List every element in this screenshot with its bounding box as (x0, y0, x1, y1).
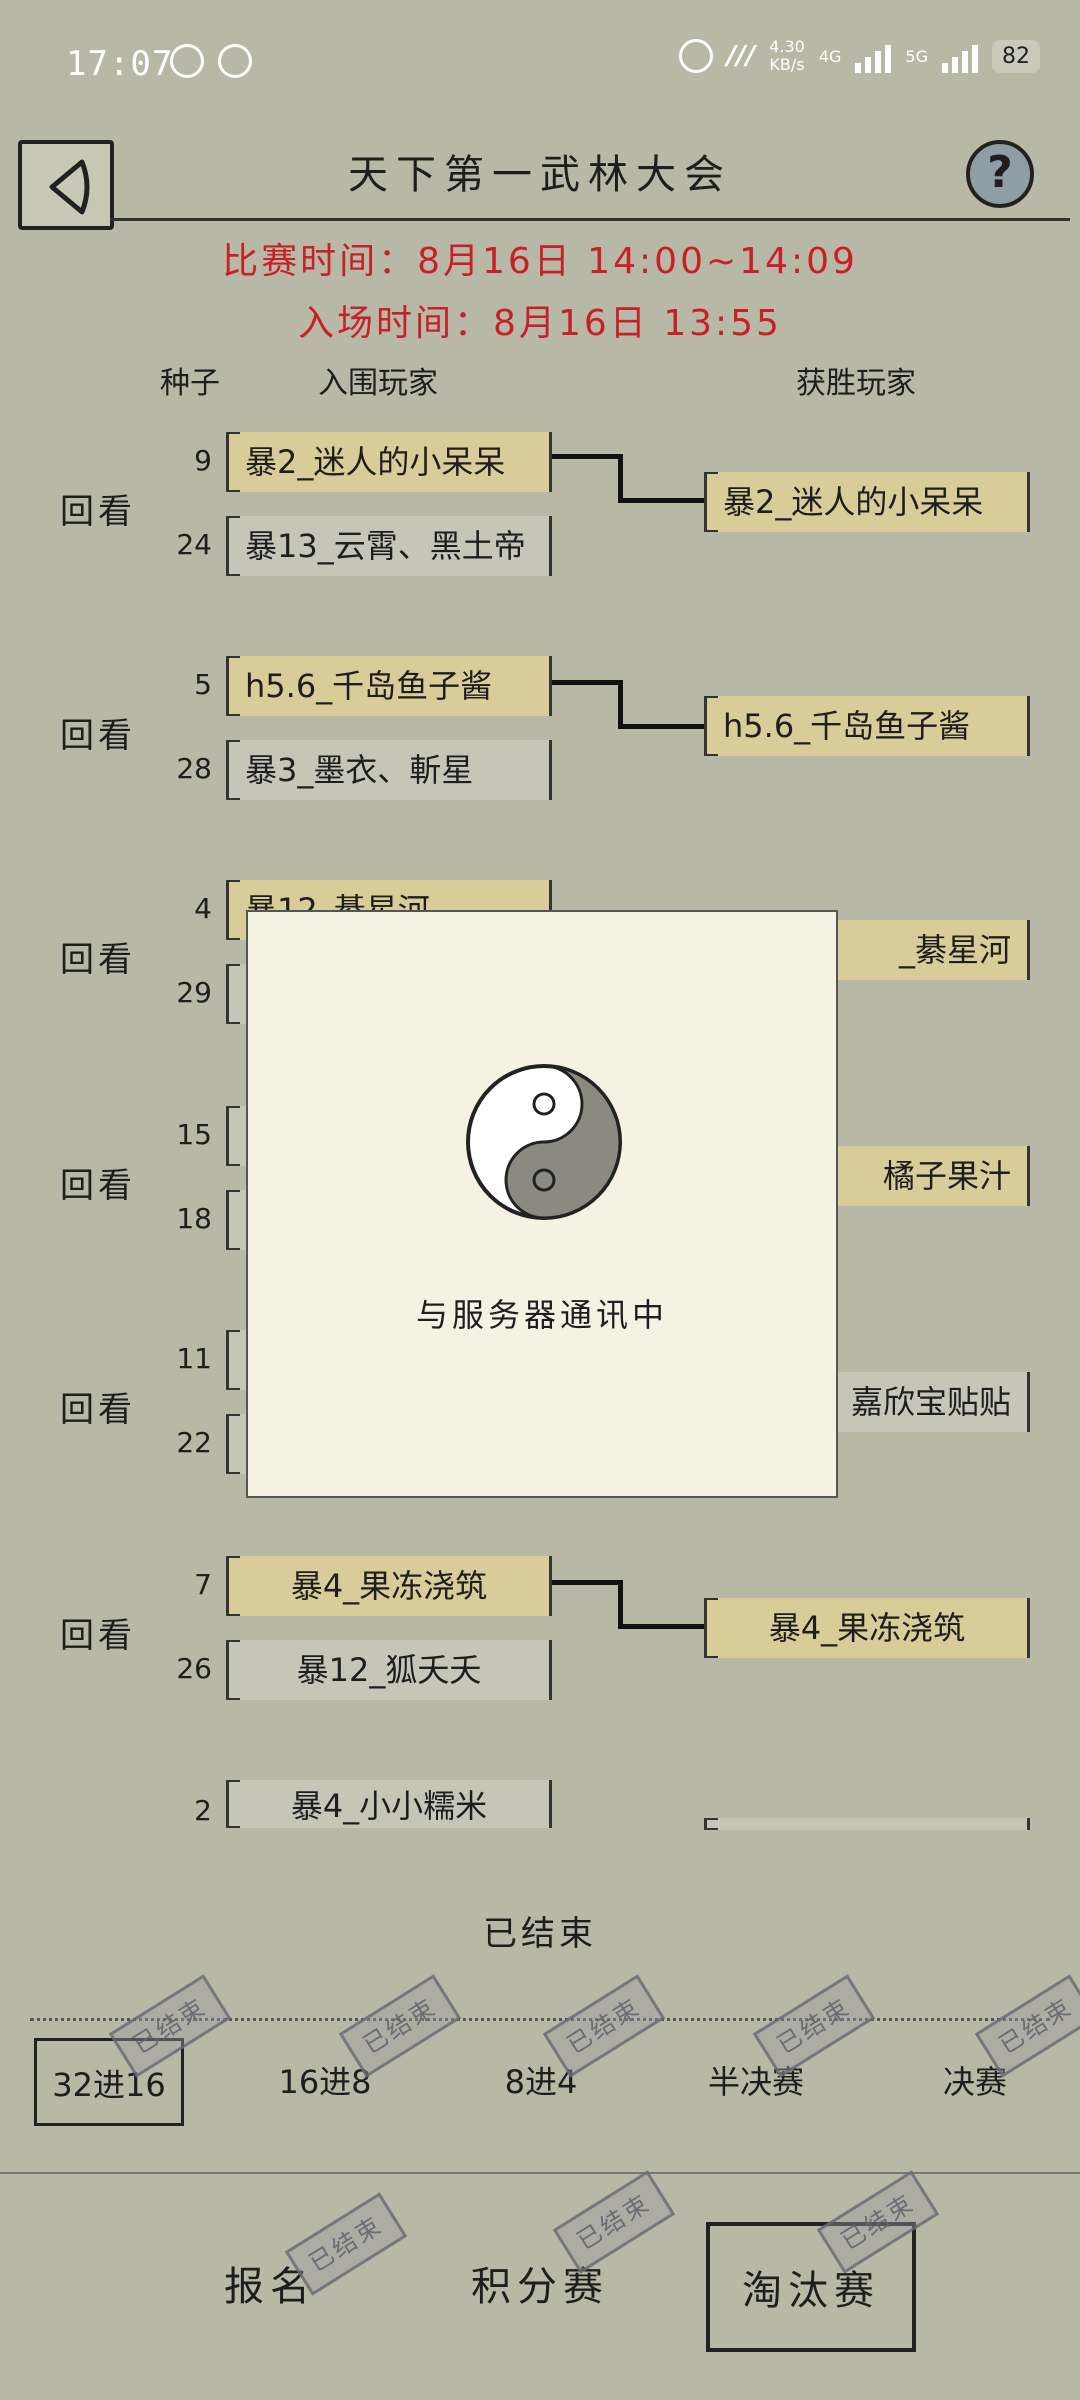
seed-number: 2 (194, 1794, 212, 1827)
seed-number: 22 (176, 1426, 212, 1459)
signal-5g-icon (942, 39, 978, 73)
tab-signup[interactable]: 报名 (224, 2264, 316, 2310)
clock: 17:07 (66, 44, 174, 84)
question-icon: ? (987, 147, 1013, 198)
bracket-connector (618, 680, 623, 728)
decorative-divider (0, 2172, 1080, 2174)
seed-number: 18 (176, 1202, 212, 1235)
bracket-connector (552, 1580, 622, 1585)
tab-knockout[interactable]: 淘汰赛 (706, 2222, 916, 2352)
seed-number: 11 (176, 1342, 212, 1375)
bracket-status: 已结束 (483, 1914, 597, 1954)
seed-number: 24 (176, 528, 212, 561)
winner-slot[interactable] (704, 1818, 1030, 1830)
page-title: 天下第一武林大会 (348, 152, 732, 198)
title-underline (110, 218, 1070, 221)
seed-number: 5 (194, 668, 212, 701)
loading-dialog: 与服务器通讯中 (246, 910, 838, 1498)
qq-icon (170, 44, 204, 78)
loading-message: 与服务器通讯中 (415, 1296, 668, 1334)
help-button[interactable]: ? (966, 140, 1034, 208)
net-5g-label: 5G (905, 46, 928, 66)
bracket-connector (618, 498, 704, 503)
wechat-icon (218, 44, 252, 78)
winner-slot[interactable]: 暴2_迷人的小呆呆 (704, 472, 1030, 532)
winner-slot[interactable]: 暴4_果冻浇筑 (704, 1598, 1030, 1658)
bracket-slot[interactable]: 暴2_迷人的小呆呆 (226, 432, 552, 492)
signal-4g-icon (855, 39, 892, 73)
match-time: 比赛时间：8月16日 14:00~14:09 (222, 241, 858, 282)
back-arrow-icon (49, 159, 90, 215)
tab-semifinal[interactable]: 半决赛 (707, 2063, 804, 2101)
net-4g-label: 4G (818, 46, 842, 66)
replay-button[interactable]: 回看 (60, 940, 136, 980)
divider (30, 2018, 1050, 2021)
nfc-icon: /// (726, 41, 756, 71)
bracket-connector (552, 680, 622, 685)
bracket-slot[interactable]: h5.6_千岛鱼子酱 (226, 656, 552, 716)
bracket-slot[interactable]: 暴12_狐夭夭 (226, 1640, 552, 1700)
col-winner-players: 获胜玩家 (796, 366, 916, 401)
tab-round-32-16[interactable]: 32进16 (34, 2038, 184, 2126)
seed-number: 4 (194, 892, 212, 925)
tab-points-match[interactable]: 积分赛 (471, 2264, 609, 2310)
status-bar: 17:07 /// 4.30 KB/s 4G 5G 82 (0, 0, 1080, 130)
seed-number: 7 (194, 1568, 212, 1601)
tab-round-8-4[interactable]: 8进4 (504, 2063, 578, 2101)
network-speed: 4.30 KB/s (769, 37, 805, 74)
alarm-icon (678, 39, 713, 73)
battery-indicator: 82 (992, 39, 1040, 73)
bracket-connector (618, 1624, 704, 1629)
bracket-connector (618, 1580, 623, 1628)
entry-time: 入场时间：8月16日 13:55 (298, 303, 782, 344)
winner-slot[interactable]: h5.6_千岛鱼子酱 (704, 696, 1030, 756)
bracket-connector (552, 454, 622, 459)
seed-number: 28 (176, 752, 212, 785)
tab-round-16-8[interactable]: 16进8 (278, 2063, 372, 2101)
replay-button[interactable]: 回看 (60, 716, 136, 756)
seed-number: 15 (176, 1118, 212, 1151)
col-seed: 种子 (160, 366, 220, 401)
replay-button[interactable]: 回看 (60, 1390, 136, 1430)
seed-number: 29 (176, 976, 212, 1009)
bracket-connector (618, 724, 704, 729)
replay-button[interactable]: 回看 (60, 1616, 136, 1656)
bracket-slot[interactable]: 暴4_小小糯米 (226, 1780, 552, 1828)
seed-number: 26 (176, 1652, 212, 1685)
bracket-slot[interactable]: 暴4_果冻浇筑 (226, 1556, 552, 1616)
back-button[interactable] (18, 140, 114, 230)
tab-final[interactable]: 决赛 (942, 2063, 1007, 2101)
replay-button[interactable]: 回看 (60, 492, 136, 532)
yin-yang-icon (466, 1064, 622, 1220)
bracket-slot[interactable]: 暴13_云霄、黑土帝 (226, 516, 552, 576)
bracket-slot[interactable]: 暴3_墨衣、斬星 (226, 740, 552, 800)
replay-button[interactable]: 回看 (60, 1166, 136, 1206)
col-entered-players: 入围玩家 (318, 366, 438, 401)
bracket-connector (618, 454, 623, 502)
seed-number: 9 (194, 444, 212, 477)
